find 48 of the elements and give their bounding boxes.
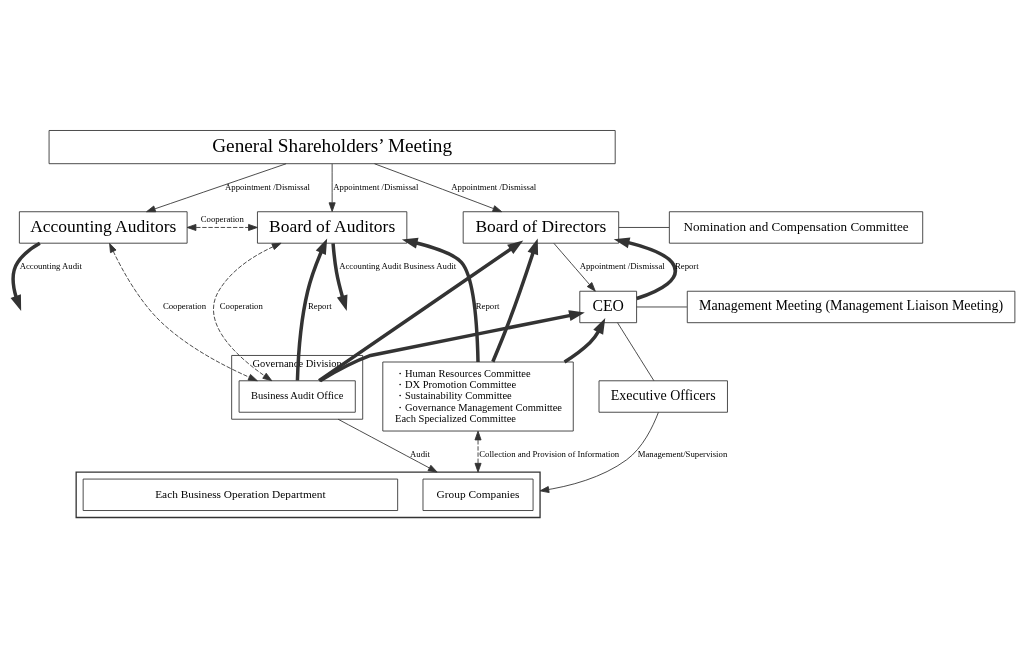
edge-label: Appointment /Dismissal <box>450 181 536 192</box>
edge-label: Accounting Audit Business Audit <box>338 261 456 272</box>
edge-label: Appointment /Dismissal <box>224 181 310 192</box>
arrow <box>186 223 258 231</box>
connector <box>635 306 687 308</box>
node-box: Group Companies <box>422 478 533 511</box>
node-box: Accounting Auditors <box>18 211 188 244</box>
node-box: General Shareholders’ Meeting <box>48 130 616 165</box>
edge-label: Report <box>674 261 699 272</box>
arrow <box>328 163 336 212</box>
node-box: ・Human Resources Committee ・DX Promotion Committee ・Sustainability Committee ・Governance Management Committee Each Specialized Committee <box>381 361 574 432</box>
edge-label: Accounting Audit <box>19 261 82 272</box>
arrow <box>295 238 327 381</box>
node-box: Management Meeting (Management Liaison Meeting) <box>686 290 1015 324</box>
edge-label: Management/Supervision <box>637 449 727 460</box>
arrow <box>563 318 605 364</box>
arrow <box>539 411 659 493</box>
edge-label: Report <box>307 301 332 312</box>
edge-label: Appointment /Dismissal <box>332 181 418 192</box>
node-box: Board of Directors <box>462 211 619 244</box>
node-box: Each Business Operation Department <box>82 478 398 511</box>
connector <box>616 322 654 382</box>
edge-label: Audit <box>409 449 430 460</box>
node-box: Nomination and Compensation Committee <box>668 211 923 244</box>
connector <box>617 227 669 228</box>
arrow <box>212 242 281 382</box>
cluster <box>75 471 541 519</box>
arrow <box>401 237 480 362</box>
edge-label: Collection and Provision of Information <box>478 449 619 460</box>
arrow <box>474 430 482 473</box>
edge-label: Cooperation <box>200 214 244 225</box>
arrow <box>552 242 596 292</box>
arrow <box>145 163 287 213</box>
edge-label: Cooperation <box>162 301 206 312</box>
node-box: Business Audit Office <box>238 380 356 413</box>
arrow <box>318 310 585 383</box>
arrow <box>613 237 677 301</box>
arrow <box>317 240 523 383</box>
node-box: Executive Officers <box>598 380 728 413</box>
node-box: CEO <box>578 290 637 324</box>
edge-label: Cooperation <box>219 301 263 312</box>
arrow <box>337 418 438 473</box>
edge-label: Report <box>475 301 500 312</box>
node-box: Board of Auditors <box>256 211 407 244</box>
arrow <box>373 163 502 213</box>
arrow <box>108 242 258 382</box>
edge-label: Appointment /Dismissal <box>579 261 665 272</box>
arrow <box>490 238 538 363</box>
